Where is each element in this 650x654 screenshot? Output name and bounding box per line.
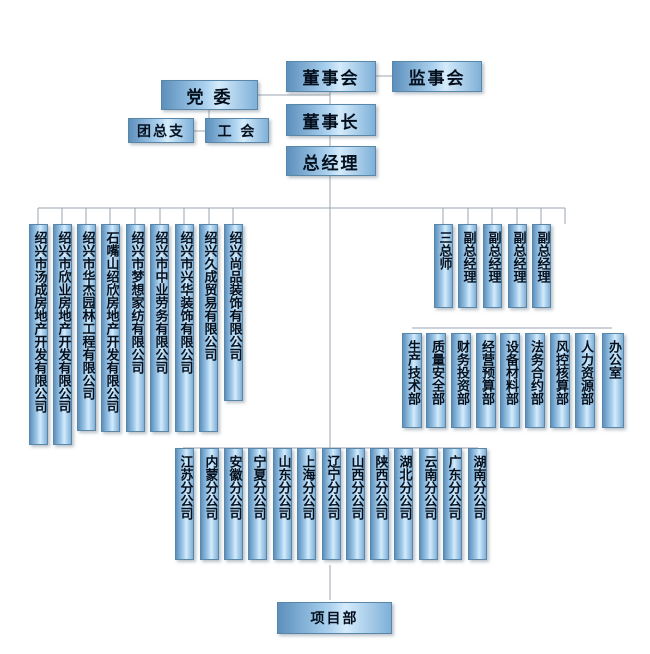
subsidiary-box: 绍兴尚品装饰有限公司	[224, 224, 243, 401]
project-label: 项目部	[310, 611, 359, 627]
executive-label: 副总经理	[510, 231, 526, 283]
branch-label: 陕西分公司	[372, 455, 388, 520]
union-label: 工 会	[217, 123, 257, 140]
department-box: 经营预算部	[476, 333, 496, 428]
department-box: 财务投资部	[451, 333, 471, 428]
executive-box: 副总经理	[532, 224, 551, 308]
department-label: 人力资源部	[578, 340, 593, 405]
executive-label: 副总经理	[460, 231, 476, 283]
department-label: 质量安全部	[429, 340, 444, 405]
subsidiary-label: 绍兴尚品装饰有限公司	[226, 231, 242, 361]
department-label: 生产技术部	[405, 340, 420, 405]
branch-box: 江苏分公司	[175, 448, 194, 560]
department-box: 设备材料部	[500, 333, 520, 428]
branch-box: 安徽分公司	[224, 448, 243, 560]
branch-box: 上海分公司	[297, 448, 316, 560]
branch-box: 陕西分公司	[370, 448, 389, 560]
department-label: 法务合约部	[528, 340, 543, 405]
executive-label: 三总师	[436, 231, 452, 270]
branch-box: 湖南分公司	[468, 448, 487, 560]
branch-label: 江苏分公司	[177, 455, 193, 520]
subsidiary-box: 绍兴市中业劳务有限公司	[150, 224, 169, 432]
subsidiary-label: 绍兴市汤成房地产开发有限公司	[31, 231, 47, 413]
branch-box: 云南分公司	[419, 448, 438, 560]
branch-label: 内蒙分公司	[202, 455, 218, 520]
party-label: 党 委	[186, 87, 233, 108]
subsidiary-label: 绍兴市华杰园林工程有限公司	[79, 231, 95, 400]
department-box: 办公室	[602, 333, 624, 428]
subsidiary-label: 绍兴市梦想家纺有限公司	[128, 231, 144, 374]
department-label: 经营预算部	[479, 340, 494, 405]
supervisory-label: 监事会	[408, 69, 466, 89]
youth-league-box: 团总支	[128, 118, 194, 143]
department-box: 生产技术部	[402, 333, 422, 428]
branch-label: 湖南分公司	[470, 455, 486, 520]
department-box: 质量安全部	[426, 333, 446, 428]
subsidiary-box: 绍兴市梦想家纺有限公司	[126, 224, 145, 432]
chairman-label: 董事长	[302, 112, 360, 133]
board-of-directors-box: 董事会	[286, 61, 376, 92]
project-department-box: 项目部	[277, 602, 392, 634]
branch-label: 辽宁分公司	[324, 455, 340, 520]
subsidiary-label: 绍兴市中业劳务有限公司	[152, 231, 168, 374]
party-committee-box: 党 委	[161, 80, 258, 110]
branch-box: 广东分公司	[443, 448, 462, 560]
branch-label: 山东分公司	[275, 455, 291, 520]
branch-box: 山东分公司	[273, 448, 292, 560]
department-box: 风控核算部	[550, 333, 570, 428]
subsidiary-label: 石嘴山绍欣房地产开发有限公司	[103, 231, 119, 413]
branch-box: 湖北分公司	[394, 448, 413, 560]
subsidiary-label: 绍兴市欣业房地产开发有限公司	[55, 231, 71, 413]
department-label: 财务投资部	[454, 340, 469, 405]
subsidiary-box: 绍兴市华杰园林工程有限公司	[77, 224, 96, 431]
subsidiary-label: 绍兴市兴华装饰有限公司	[177, 231, 193, 374]
branch-box: 内蒙分公司	[200, 448, 219, 560]
subsidiary-box: 绍兴市兴华装饰有限公司	[175, 224, 194, 432]
executive-box: 副总经理	[458, 224, 477, 308]
department-label: 风控核算部	[553, 340, 568, 405]
branch-label: 上海分公司	[299, 455, 315, 520]
branch-label: 湖北分公司	[396, 455, 412, 520]
chairman-box: 董事长	[286, 104, 376, 136]
executive-label: 副总经理	[485, 231, 501, 283]
branch-label: 宁夏分公司	[250, 455, 266, 520]
branch-label: 山西分公司	[348, 455, 364, 520]
subsidiary-box: 绍兴市汤成房地产开发有限公司	[29, 224, 48, 445]
subsidiary-label: 绍兴久成贸易有限公司	[201, 231, 217, 361]
subsidiary-box: 绍兴市欣业房地产开发有限公司	[53, 224, 72, 445]
branch-box: 山西分公司	[346, 448, 365, 560]
gm-label: 总经理	[302, 153, 360, 174]
executive-label: 副总经理	[534, 231, 550, 283]
department-label: 设备材料部	[503, 340, 518, 405]
general-manager-box: 总经理	[286, 146, 376, 176]
executive-box: 三总师	[434, 224, 453, 308]
executive-box: 副总经理	[483, 224, 502, 308]
branch-label: 安徽分公司	[226, 455, 242, 520]
subsidiary-box: 绍兴久成贸易有限公司	[199, 224, 218, 432]
branch-label: 广东分公司	[445, 455, 461, 520]
executive-box: 副总经理	[508, 224, 527, 308]
supervisory-board-box: 监事会	[392, 61, 482, 92]
branch-label: 云南分公司	[421, 455, 437, 520]
branch-box: 宁夏分公司	[248, 448, 267, 560]
department-box: 法务合约部	[525, 333, 545, 428]
branch-box: 辽宁分公司	[322, 448, 341, 560]
labor-union-box: 工 会	[205, 118, 269, 143]
department-box: 人力资源部	[575, 333, 595, 428]
youth-label: 团总支	[137, 123, 185, 140]
subsidiary-box: 石嘴山绍欣房地产开发有限公司	[101, 224, 120, 432]
board-label: 董事会	[302, 69, 360, 89]
department-label: 办公室	[606, 340, 621, 379]
